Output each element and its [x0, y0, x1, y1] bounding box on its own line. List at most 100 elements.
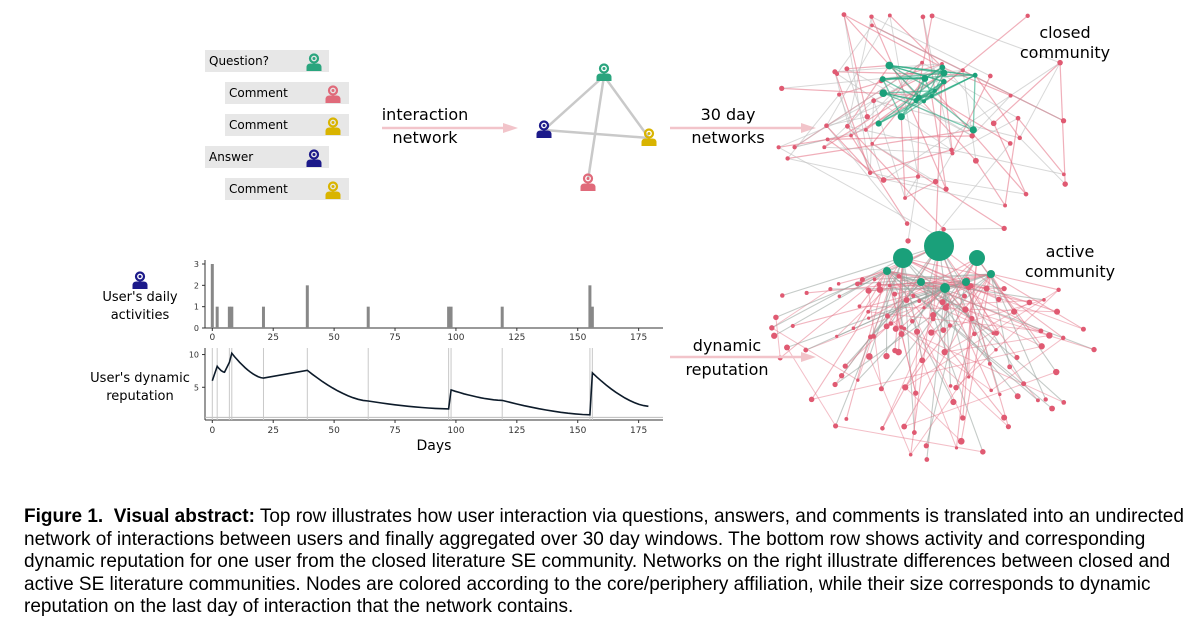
periphery-node [1003, 203, 1008, 208]
network-edge [846, 64, 890, 70]
core-node [932, 88, 937, 93]
network-edge [943, 81, 954, 154]
periphery-node [867, 316, 871, 320]
periphery-node [930, 311, 937, 319]
activity-bar [261, 306, 265, 328]
network-edge [843, 14, 943, 68]
network-edge [972, 75, 976, 130]
closed-community-network [776, 12, 1068, 244]
y-tick-label: 0 [194, 324, 199, 333]
core-node [929, 93, 934, 99]
periphery-node [1001, 285, 1007, 292]
network-edge [786, 273, 992, 348]
network-edge [900, 100, 925, 118]
periphery-node [1062, 181, 1068, 187]
periphery-node [880, 426, 885, 431]
y-tick-label: 10 [189, 351, 199, 360]
network-edge [883, 62, 1061, 181]
periphery-node [903, 196, 907, 200]
network-edge [944, 287, 952, 386]
periphery-node [989, 388, 993, 393]
network-edge [1019, 62, 1061, 139]
network-edge [902, 257, 1042, 332]
network-edge [935, 153, 953, 182]
network-edge [883, 92, 974, 131]
network-edge [857, 285, 891, 381]
periphery-node [1017, 135, 1022, 141]
periphery-node [883, 353, 890, 360]
network-edge [943, 227, 1005, 230]
network-edge [931, 15, 1061, 64]
network-edge [902, 257, 923, 361]
periphery-node [942, 304, 949, 311]
periphery-node [994, 347, 998, 352]
periphery-node [940, 327, 947, 333]
periphery-node [1061, 172, 1066, 177]
network-edge [907, 176, 919, 241]
network-edge [993, 123, 1027, 195]
periphery-node [849, 133, 853, 138]
network-edge [850, 135, 908, 224]
activity-bar [210, 264, 214, 328]
periphery-node [908, 452, 913, 457]
core-node [885, 61, 894, 70]
core-node [917, 278, 925, 286]
network-edge [779, 270, 888, 359]
thread-item-label: Question? [209, 54, 269, 68]
network-edge [883, 175, 919, 181]
activity-bar [215, 306, 219, 328]
periphery-node [828, 287, 833, 292]
network-edge [778, 69, 964, 148]
periphery-node [920, 60, 924, 65]
network-edge [971, 95, 1011, 137]
network-edge [811, 257, 904, 400]
periphery-node [1042, 298, 1046, 302]
network-edge [938, 245, 991, 364]
periphery-node [996, 296, 1002, 303]
thread-item: Comment [225, 178, 349, 200]
periphery-node [822, 145, 827, 150]
periphery-node [1053, 368, 1060, 376]
y-axis-label-line: activities [111, 308, 170, 323]
periphery-node [1015, 115, 1021, 121]
core-node [893, 248, 913, 268]
periphery-node [910, 318, 915, 324]
thread-item-label: Comment [229, 118, 288, 132]
network-edge [922, 16, 953, 150]
network-edge [881, 318, 934, 429]
periphery-node [888, 321, 894, 326]
network-edge [931, 95, 974, 131]
reputation-series-line [211, 351, 649, 416]
network-edge [844, 323, 892, 367]
network-edge [965, 309, 1095, 351]
core-node [939, 64, 946, 71]
periphery-node [1014, 393, 1021, 400]
core-node [987, 270, 995, 278]
network-edge [900, 257, 978, 328]
x-tick-label: 175 [630, 426, 647, 436]
network-edge [543, 128, 650, 140]
periphery-node [967, 375, 971, 379]
network-edge [778, 146, 937, 236]
x-tick-label: 100 [447, 426, 464, 436]
periphery-node [1060, 335, 1066, 341]
periphery-node [845, 123, 850, 129]
core-node [972, 72, 978, 78]
network-edge [543, 75, 605, 131]
network-edge [868, 311, 1041, 332]
periphery-node [904, 221, 910, 226]
periphery-node [1001, 225, 1007, 232]
active-community-network [769, 231, 1097, 462]
periphery-node [1057, 59, 1063, 66]
arrow-label-line: network [393, 128, 459, 147]
y-tick-label: 1 [194, 303, 199, 312]
network-edge [826, 116, 868, 127]
periphery-node [1035, 398, 1040, 403]
network-edge [871, 143, 936, 183]
network-label-line: closed [1039, 23, 1090, 42]
caption-lead: Visual abstract: [113, 506, 255, 527]
periphery-node [987, 361, 992, 366]
network-edge [930, 273, 992, 333]
periphery-node [887, 283, 892, 288]
core-node [962, 278, 970, 286]
